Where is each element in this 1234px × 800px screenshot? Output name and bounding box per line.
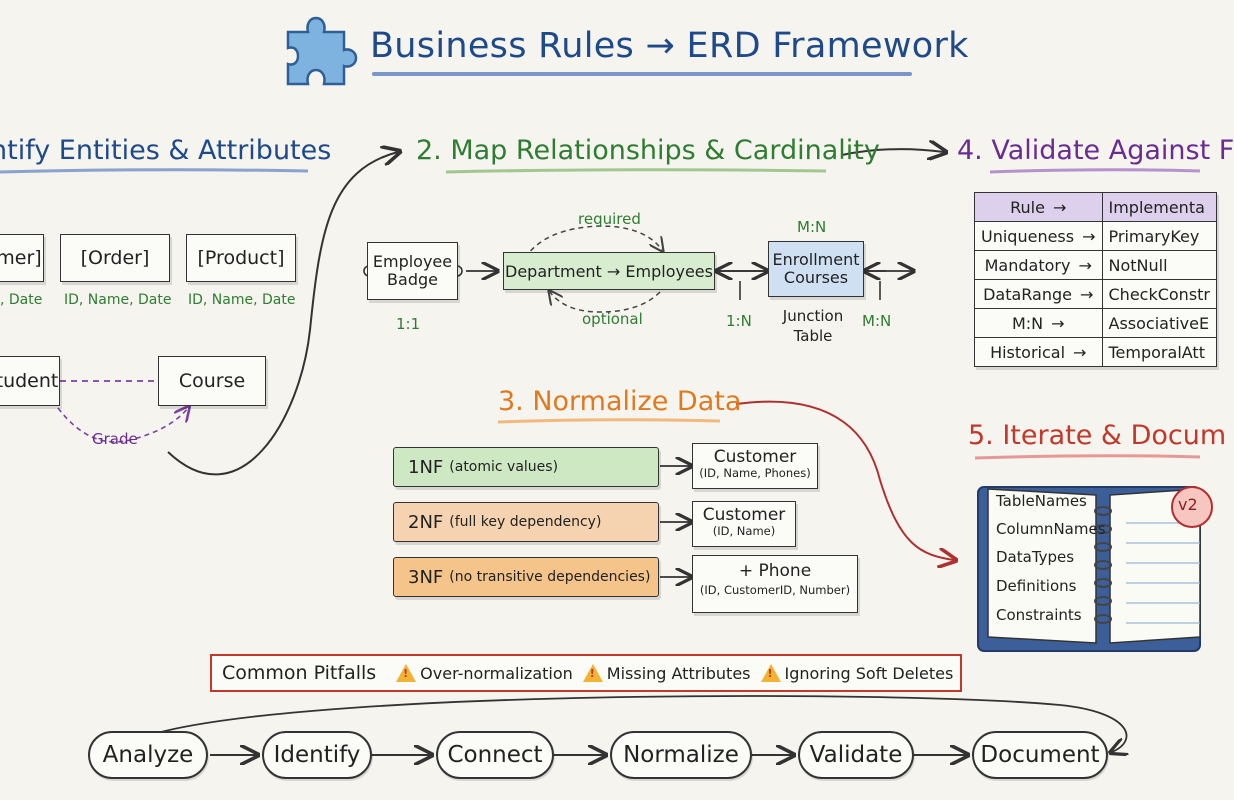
nf-3-result: + Phone(ID, CustomerID, Number) xyxy=(692,555,858,613)
entity-product-attrs: ID, Name, Date xyxy=(188,292,296,308)
sec4-underline xyxy=(989,168,1201,174)
grade-label: Grade xyxy=(92,430,138,448)
flow-step-connect: Connect xyxy=(436,731,554,779)
rule-name: Historical xyxy=(990,342,1066,362)
optional-label: optional xyxy=(582,310,643,328)
nf-1-result-fields: (ID, Name, Phones) xyxy=(699,465,811,480)
nf-3-result-fields: (ID, CustomerID, Number) xyxy=(699,582,851,597)
flow-step-validate: Validate xyxy=(798,731,914,779)
rules-header-impl: Implementa xyxy=(1101,192,1218,222)
required-label: required xyxy=(578,210,641,228)
doc-item: Definitions xyxy=(996,577,1077,595)
table-row: DataRange→CheckConstr xyxy=(974,279,1218,309)
flow-step-normalize: Normalize xyxy=(610,731,752,779)
rule-impl: AssociativeE xyxy=(1101,308,1218,338)
nf-3-result-name: + Phone xyxy=(738,561,812,581)
notebook-icon xyxy=(976,477,1216,653)
table-row: Mandatory→NotNull xyxy=(974,250,1218,280)
flow-arrow-1-2 xyxy=(167,152,398,476)
version-badge: v2 xyxy=(1178,495,1198,514)
entity-course: Course xyxy=(158,356,266,406)
rules-header-rule: Rule→ xyxy=(974,192,1103,222)
mn-right-label: M:N xyxy=(862,312,892,330)
badge-cardinality: 1:1 xyxy=(396,315,421,333)
nf-1: 1NF (atomic values) xyxy=(393,447,659,487)
table-row: Historical→TemporalAtt xyxy=(974,337,1218,367)
one-to-n-label: 1:N xyxy=(726,312,752,330)
rule-name: Mandatory xyxy=(984,255,1071,275)
enrollment-courses-entity: Enrollment Courses xyxy=(768,241,864,297)
common-pitfalls-banner: Common Pitfalls Over-normalization Missi… xyxy=(210,654,962,692)
pitfall-item: Ignoring Soft Deletes xyxy=(784,663,954,683)
mn-top-label: M:N xyxy=(797,218,827,236)
warning-triangle-icon xyxy=(760,664,781,682)
flow-arrow-2-4 xyxy=(841,149,944,155)
warning-triangle-icon xyxy=(396,664,417,682)
sec2-underline xyxy=(445,168,827,174)
nf-3-label: 3NF xyxy=(408,566,444,588)
department-employees-entity: Department → Employees xyxy=(503,252,715,290)
optional-arc xyxy=(550,292,661,313)
table-row: Uniqueness→PrimaryKey xyxy=(974,221,1218,251)
warning-triangle-icon xyxy=(582,664,603,682)
flow-step-document: Document xyxy=(972,731,1108,779)
pitfalls-lead: Common Pitfalls xyxy=(222,662,377,684)
required-arc xyxy=(524,225,662,259)
sec5-underline xyxy=(974,454,1201,460)
nf-2-result: Customer(ID, Name) xyxy=(692,501,796,547)
entity-customer: mer] xyxy=(0,234,44,282)
nf-2-desc: (full key dependency) xyxy=(449,514,602,530)
nf-1-desc: (atomic values) xyxy=(449,459,559,475)
sec3-underline xyxy=(497,418,721,424)
nf-1-result: Customer(ID, Name, Phones) xyxy=(692,443,818,489)
puzzle-piece-icon xyxy=(278,10,362,90)
doc-item: DataTypes xyxy=(996,548,1075,566)
table-row: M:N→AssociativeE xyxy=(974,308,1218,338)
nf-2-label: 2NF xyxy=(408,511,444,533)
entity-order: [Order] xyxy=(60,234,170,282)
rule-impl: NotNull xyxy=(1101,250,1218,280)
rule-impl: TemporalAtt xyxy=(1101,337,1218,367)
pitfall-item: Over-normalization xyxy=(420,663,573,683)
grade-arc xyxy=(57,408,188,443)
nf-1-result-name: Customer xyxy=(713,447,797,467)
rule-name: DataRange xyxy=(983,284,1072,304)
doc-item: TableNames xyxy=(996,492,1087,510)
employee-badge-entity: Employee Badge xyxy=(367,242,458,300)
flow-arrow-3-5 xyxy=(735,400,954,560)
title-underline xyxy=(372,72,912,76)
rule-name: M:N xyxy=(1011,313,1044,333)
rule-impl: PrimaryKey xyxy=(1101,221,1218,251)
nf-3-desc: (no transitive dependencies) xyxy=(449,569,651,585)
nf-3: 3NF (no transitive dependencies) xyxy=(393,557,659,597)
rule-impl: CheckConstr xyxy=(1101,279,1218,309)
section-2-heading: 2. Map Relationships & Cardinality xyxy=(416,135,880,166)
flow-step-analyze: Analyze xyxy=(88,731,208,779)
flow-step-identify: Identify xyxy=(262,731,372,779)
junction-table-label: Junction Table xyxy=(782,307,844,345)
section-3-heading: 3. Normalize Data xyxy=(498,386,742,417)
rules-table: Rule→ Implementa Uniqueness→PrimaryKey M… xyxy=(974,192,1218,367)
doc-item: Constraints xyxy=(996,606,1082,624)
iterate-loop-arc xyxy=(149,695,1127,752)
sec1-underline xyxy=(0,168,309,174)
nf-2-result-fields: (ID, Name) xyxy=(712,523,776,538)
connector-layer xyxy=(0,0,1201,800)
section-1-heading: ntify Entities & Attributes xyxy=(0,135,332,166)
section-5-heading: 5. Iterate & Docum xyxy=(968,420,1227,451)
entity-product: [Product] xyxy=(186,234,296,282)
pitfall-item: Missing Attributes xyxy=(606,663,751,683)
entity-order-attrs: ID, Name, Date xyxy=(64,292,172,308)
page-title: Business Rules → ERD Framework xyxy=(370,26,969,66)
rule-name: Uniqueness xyxy=(981,226,1075,246)
entity-customer-attrs: , Date xyxy=(0,292,43,308)
entity-student: tudent xyxy=(0,356,60,406)
rules-table-header: Rule→ Implementa xyxy=(974,192,1218,222)
section-4-heading: 4. Validate Against F xyxy=(957,135,1234,166)
nf-2-result-name: Customer xyxy=(702,505,786,525)
nf-1-label: 1NF xyxy=(408,456,444,478)
nf-2: 2NF (full key dependency) xyxy=(393,502,659,542)
doc-item: ColumnNames xyxy=(996,520,1106,538)
